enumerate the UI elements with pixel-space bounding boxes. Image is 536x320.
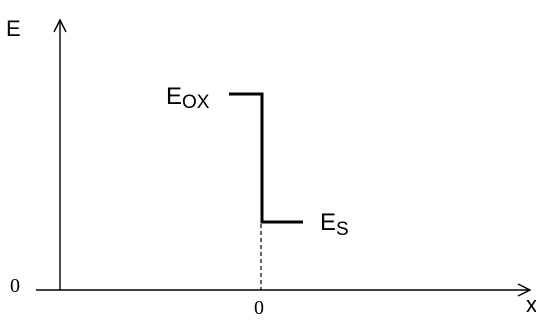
origin-label: 0 (10, 275, 20, 297)
y-axis-arrow-icon (53, 18, 67, 33)
y-axis-label: E (6, 16, 21, 41)
semiconductor-field-label: ES (320, 209, 349, 240)
semiconductor-field-label-sub: S (336, 219, 349, 240)
semiconductor-field-label-main: E (320, 209, 336, 236)
x-axis (36, 283, 532, 297)
x-axis-label: x (526, 292, 536, 317)
x-axis-arrow-icon (517, 283, 532, 297)
oxide-field-label: EOX (166, 83, 210, 113)
y-axis (53, 18, 67, 290)
oxide-field-label-sub: OX (182, 92, 210, 113)
x-tick-label: 0 (254, 297, 264, 319)
oxide-field-label-main: E (166, 83, 182, 110)
field-profile-line (229, 92, 303, 224)
